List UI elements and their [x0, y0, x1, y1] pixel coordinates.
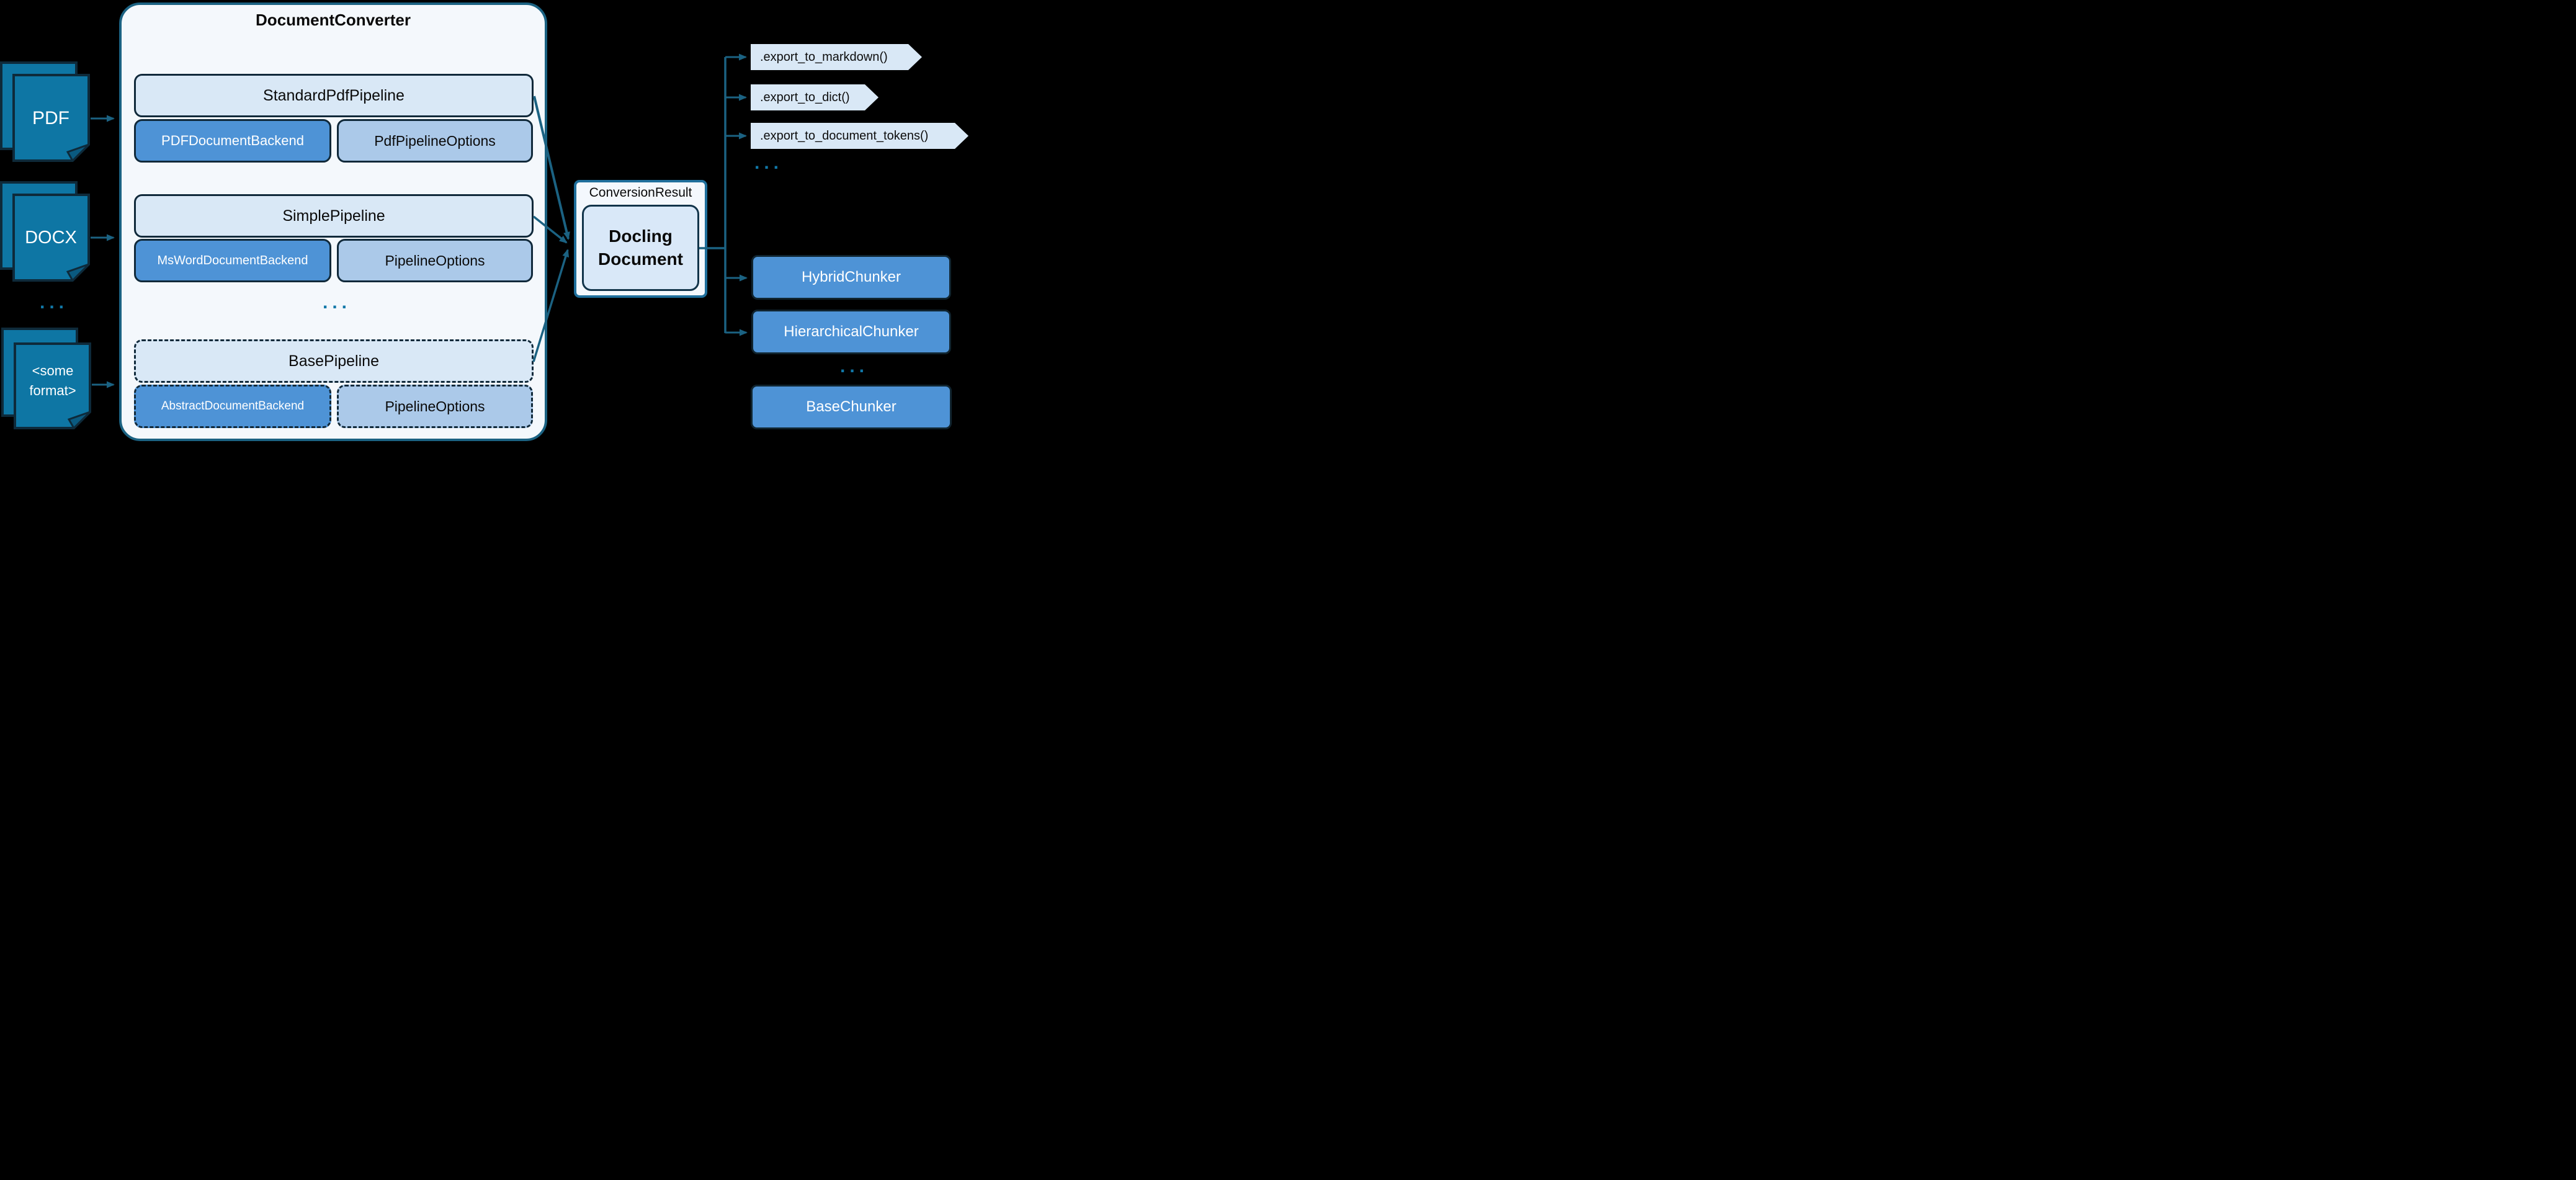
base-pipeline-box: BasePipeline: [134, 339, 534, 383]
hierarchical-chunker-box: HierarchicalChunker: [751, 310, 951, 354]
abstract-document-backend-box: AbstractDocumentBackend: [134, 385, 331, 428]
base-chunker-label: BaseChunker: [806, 398, 897, 415]
hybrid-chunker-label: HybridChunker: [801, 269, 901, 285]
pipeline-options-label: PipelineOptions: [385, 252, 485, 269]
pdf-document-backend-label: PDFDocumentBackend: [161, 133, 304, 148]
sources-ellipsis: ...: [40, 292, 69, 313]
pdf-document-backend-box: PDFDocumentBackend: [134, 119, 331, 163]
docx-documents-icon: DOCX: [0, 181, 90, 282]
docling-document-line2: Document: [598, 249, 683, 269]
pdf-documents-icon: PDF: [0, 61, 90, 162]
some-format-page-fold: [67, 411, 91, 429]
export-to-dict-label: .export_to_dict(): [760, 90, 850, 104]
docling-document-box: Docling Document: [582, 205, 699, 291]
pdf-page-fold: [66, 143, 90, 162]
base-pipeline-options-box: PipelineOptions: [337, 385, 533, 428]
simple-pipeline-label: SimplePipeline: [282, 207, 385, 225]
some-format-label-line1: <some: [32, 363, 74, 378]
export-to-markdown-tag: .export_to_markdown(): [751, 44, 922, 70]
base-chunker-box: BaseChunker: [751, 385, 952, 429]
export-to-dict-tag: .export_to_dict(): [751, 84, 879, 110]
base-pipeline-options-label: PipelineOptions: [385, 398, 485, 414]
simple-pipeline-box: SimplePipeline: [134, 194, 534, 238]
docling-document-line1: Docling: [609, 226, 673, 246]
docling-architecture-diagram: PDF DOCX ... <some format> DocumentConve…: [0, 0, 973, 445]
conversion-result-label: ConversionResult: [589, 185, 692, 200]
msword-document-backend-label: MsWordDocumentBackend: [157, 253, 308, 267]
export-to-document-tokens-tag: .export_to_document_tokens(): [751, 123, 968, 149]
abstract-document-backend-label: AbstractDocumentBackend: [161, 400, 305, 413]
converter-ellipsis: ...: [323, 292, 352, 313]
pdf-pipeline-options-box: PdfPipelineOptions: [337, 119, 533, 163]
document-converter-title: DocumentConverter: [256, 10, 411, 29]
pdf-label: PDF: [32, 108, 69, 128]
docx-page-fold: [66, 263, 90, 282]
some-format-documents-icon: <some format>: [1, 328, 91, 429]
chunkers-ellipsis: ...: [840, 356, 869, 377]
export-to-document-tokens-label: .export_to_document_tokens(): [760, 128, 929, 143]
pipeline-options-box: PipelineOptions: [337, 239, 533, 282]
docx-label: DOCX: [25, 228, 77, 248]
some-format-label-line2: format>: [29, 383, 76, 398]
export-to-markdown-label: .export_to_markdown(): [760, 50, 888, 64]
msword-document-backend-box: MsWordDocumentBackend: [134, 239, 331, 282]
base-pipeline-label: BasePipeline: [288, 352, 379, 370]
exports-ellipsis: ...: [754, 153, 784, 173]
hierarchical-chunker-label: HierarchicalChunker: [784, 323, 919, 340]
standard-pdf-pipeline-box: StandardPdfPipeline: [134, 74, 534, 117]
pdf-pipeline-options-label: PdfPipelineOptions: [374, 132, 496, 149]
standard-pdf-pipeline-label: StandardPdfPipeline: [263, 86, 405, 104]
hybrid-chunker-box: HybridChunker: [751, 255, 951, 300]
